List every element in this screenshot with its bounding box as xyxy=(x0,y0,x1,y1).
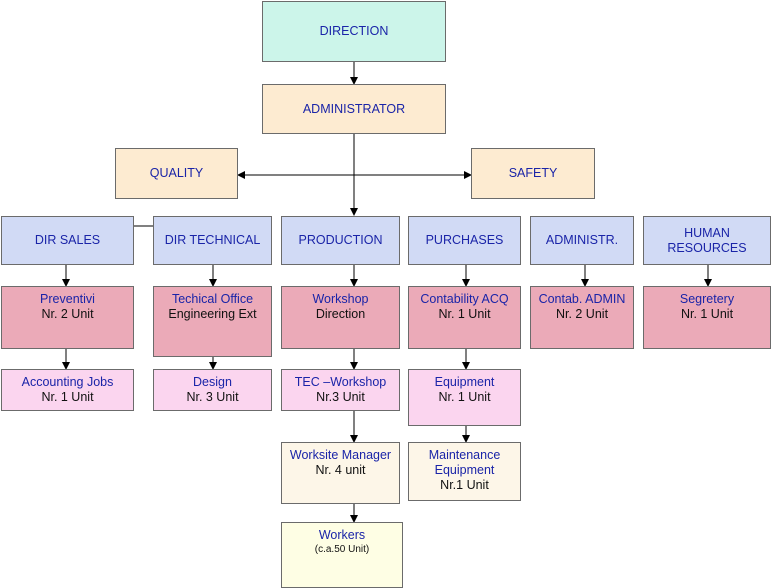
dept-human-resources: HUMAN RESOURCES xyxy=(643,216,771,265)
unit-detail: Nr. 1 Unit xyxy=(438,307,491,321)
unit-detail: Nr. 1 Unit xyxy=(41,390,94,404)
unit-segretery: Segretery Nr. 1 Unit xyxy=(643,286,771,349)
unit-detail: Nr. 3 Unit xyxy=(186,390,239,404)
unit-preventivi: Preventivi Nr. 2 Unit xyxy=(1,286,134,349)
unit-technical-office: Techical Office Engineering Ext xyxy=(153,286,272,357)
safety-box: SAFETY xyxy=(471,148,595,199)
unit-workshop: Workshop Direction xyxy=(281,286,400,349)
administrator-label: ADMINISTRATOR xyxy=(302,101,406,116)
dept-label: ADMINISTR. xyxy=(545,233,619,247)
unit-detail: Nr. 1 Unit xyxy=(438,390,491,404)
unit-title: Maintenance Equipment xyxy=(428,448,501,477)
unit-title: Preventivi xyxy=(40,292,95,306)
dept-label: PURCHASES xyxy=(425,233,504,247)
unit-title: Design xyxy=(193,375,232,389)
unit-accounting-jobs: Accounting Jobs Nr. 1 Unit xyxy=(1,369,134,411)
unit-title: Workshop xyxy=(312,292,369,306)
unit-contab-admin: Contab. ADMIN Nr. 2 Unit xyxy=(530,286,634,349)
unit-worksite-manager: Worksite Manager Nr. 4 unit xyxy=(281,442,400,504)
unit-title: Techical Office xyxy=(171,292,254,306)
quality-box: QUALITY xyxy=(115,148,238,199)
dept-label: PRODUCTION xyxy=(298,233,383,247)
unit-detail: Nr.3 Unit xyxy=(316,390,365,404)
dept-dir-technical: DIR TECHNICAL xyxy=(153,216,272,265)
unit-design: Design Nr. 3 Unit xyxy=(153,369,272,411)
unit-contability-acq: Contability ACQ Nr. 1 Unit xyxy=(408,286,521,349)
dept-label: DIR SALES xyxy=(34,233,101,247)
dept-purchases: PURCHASES xyxy=(408,216,521,265)
unit-detail: Nr. 4 unit xyxy=(315,463,366,477)
dept-administr: ADMINISTR. xyxy=(530,216,634,265)
dept-label: HUMAN RESOURCES xyxy=(667,225,747,255)
unit-title: Contability ACQ xyxy=(420,292,509,306)
unit-workers: Workers (c.a.50 Unit) xyxy=(281,522,403,588)
unit-title: Contab. ADMIN xyxy=(538,292,626,306)
direction-box: DIRECTION xyxy=(262,1,446,62)
unit-equipment: Equipment Nr. 1 Unit xyxy=(408,369,521,426)
dept-label: DIR TECHNICAL xyxy=(164,233,261,247)
unit-title: TEC –Workshop xyxy=(294,375,387,389)
administrator-box: ADMINISTRATOR xyxy=(262,84,446,134)
unit-detail: Direction xyxy=(315,307,366,321)
unit-detail: Nr. 2 Unit xyxy=(41,307,94,321)
dept-dir-sales: DIR SALES xyxy=(1,216,134,265)
direction-label: DIRECTION xyxy=(319,24,389,38)
unit-title: Workers xyxy=(318,528,366,542)
unit-title: Equipment xyxy=(434,375,495,389)
unit-detail: Nr.1 Unit xyxy=(440,478,489,492)
unit-detail: (c.a.50 Unit) xyxy=(314,544,370,555)
unit-title: Accounting Jobs xyxy=(21,375,114,389)
dept-production: PRODUCTION xyxy=(281,216,400,265)
safety-label: SAFETY xyxy=(508,166,558,180)
unit-tec-workshop: TEC –Workshop Nr.3 Unit xyxy=(281,369,400,411)
unit-detail: Engineering Ext xyxy=(168,307,257,321)
quality-label: QUALITY xyxy=(149,166,204,180)
unit-detail: Nr. 2 Unit xyxy=(555,307,609,321)
unit-maintenance-equipment: Maintenance Equipment Nr.1 Unit xyxy=(408,442,521,501)
unit-title: Segretery xyxy=(679,292,735,306)
unit-detail: Nr. 1 Unit xyxy=(680,307,734,321)
unit-title: Worksite Manager xyxy=(289,448,392,462)
